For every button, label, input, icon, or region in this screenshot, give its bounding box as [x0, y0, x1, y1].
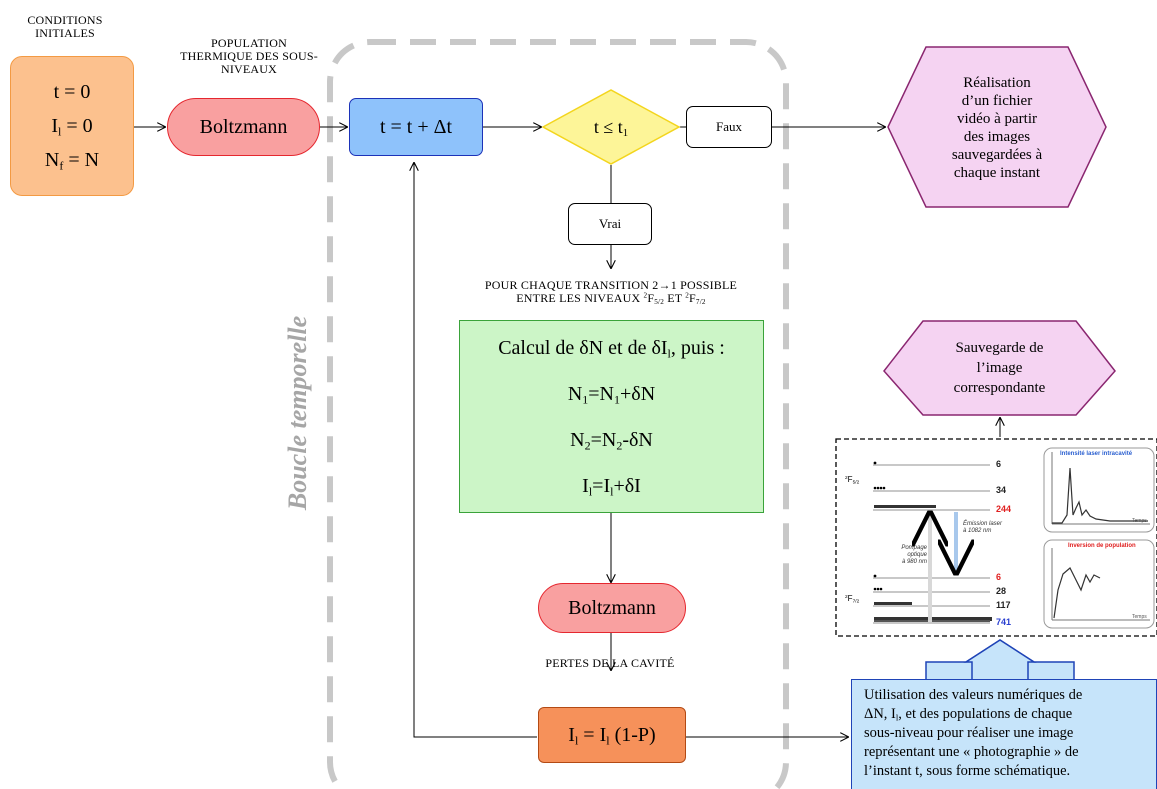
initial-nf: Nf = N: [44, 149, 100, 173]
initial-conditions-box: t = 0 Il = 0 Nf = N: [10, 56, 134, 196]
initial-t: t = 0: [53, 81, 91, 103]
vrai-node: Vrai: [568, 203, 652, 245]
chart-bottom-axis: Temps: [1132, 614, 1147, 620]
snapshot-chart-top: [1043, 447, 1155, 533]
transition-caption: POUR CHAQUE TRANSITION 2→1 POSSIBLE ENTR…: [484, 278, 738, 307]
chart-bottom-title: Inversion de population: [1068, 543, 1136, 549]
condition-label: t ≤ t1: [593, 116, 629, 139]
video-output-text: Réalisation d’un fichier vidéo à partir …: [951, 75, 1043, 181]
snapshot-lower-term: 2F7/2: [845, 594, 860, 605]
snapshot-chart-bottom: [1043, 539, 1155, 629]
count-upper-3: 244: [996, 504, 1012, 514]
count-upper-1: 6: [996, 459, 1002, 469]
population-caption: POPULATION THERMIQUE DES SOUS- NIVEAUX: [180, 36, 318, 76]
calc-line-2: N1=N1+δN: [567, 382, 656, 407]
calc-line-4: Il=Il+δI: [582, 474, 641, 499]
calc-line-3: N2=N2-δN: [570, 428, 653, 453]
snapshot-upper-term: 2F5/2: [845, 475, 860, 486]
boltzmann-top-node: Boltzmann: [167, 98, 320, 156]
chart-top-axis: Temps: [1132, 518, 1147, 524]
video-hexagon-shape: [887, 46, 1107, 208]
pertes-caption: PERTES DE LA CAVITÉ: [545, 656, 675, 670]
save-image-text: Sauvegarde de l’image correspondante: [953, 340, 1046, 396]
snapshot-level-diagram: [873, 461, 992, 624]
initial-il: Il = 0: [51, 115, 93, 139]
save-hexagon-shape: [883, 320, 1116, 416]
calc-line-1: Calcul de δN et de δIl, puis :: [498, 336, 725, 361]
cavity-loss-node: Il = Il (1-P): [538, 707, 686, 763]
count-lower-4: 741: [996, 617, 1012, 627]
condition-diamond-shape: [541, 89, 681, 165]
time-step-node: t = t + Δt: [349, 98, 483, 156]
arrow-loss-loop-back: [414, 163, 537, 738]
chart-top-title: Intensité laser intracavité: [1060, 451, 1133, 457]
time-loop-label: Boucle temporelle: [283, 315, 312, 511]
count-lower-2: 28: [996, 586, 1007, 596]
time-loop-boundary: [327, 39, 789, 789]
boltzmann-bottom-node: Boltzmann: [538, 583, 686, 633]
snapshot-note-box: Utilisation des valeurs numériques de ΔN…: [851, 679, 1157, 789]
calculation-box: Calcul de δN et de δIl, puis : N1=N1+δN …: [459, 320, 764, 513]
count-upper-2: 34: [996, 485, 1007, 495]
count-lower-3: 117: [996, 600, 1011, 610]
faux-node: Faux: [686, 106, 772, 148]
count-lower-1: 6: [996, 572, 1002, 582]
initial-conditions-caption: CONDITIONS INITIALES: [27, 13, 103, 40]
